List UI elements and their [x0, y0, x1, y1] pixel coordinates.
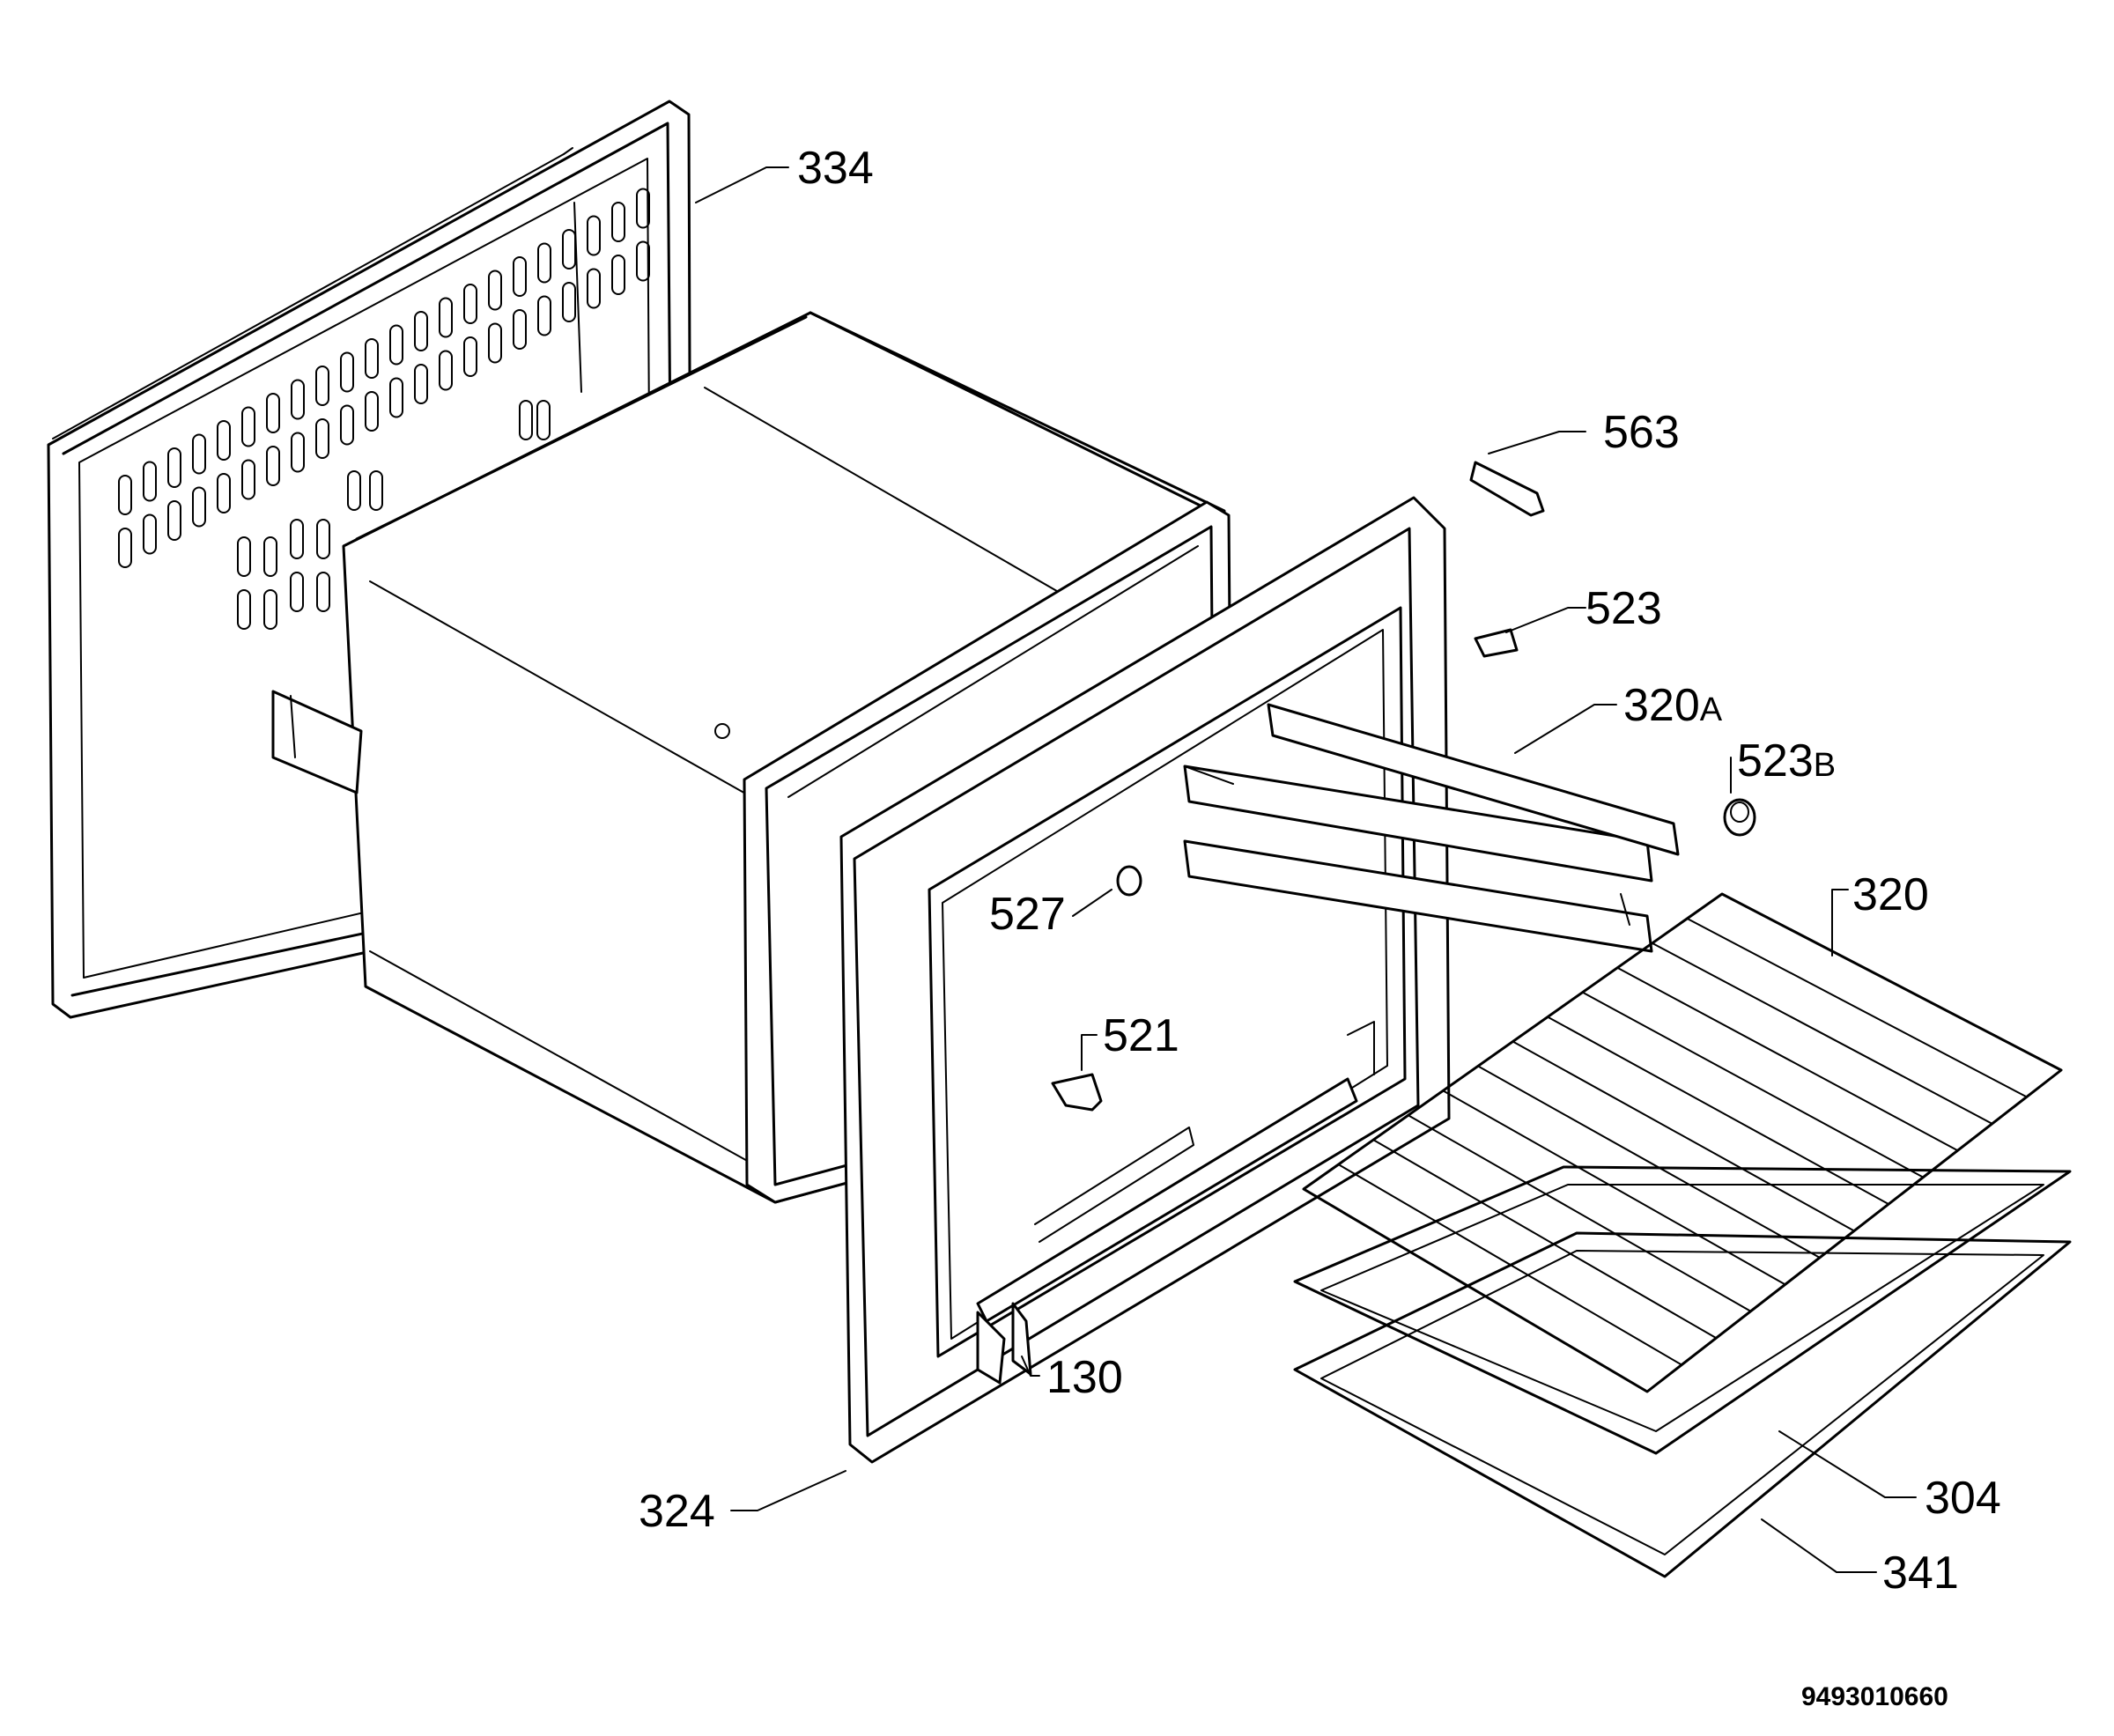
vent-slot: [389, 324, 403, 366]
vent-slot: [636, 240, 650, 282]
baking-sheet-341: [1293, 1231, 2072, 1578]
vent-slot: [519, 400, 533, 440]
label-523b: 523B: [1737, 738, 1836, 784]
probe-socket-563: [1469, 461, 1545, 517]
vent-slot: [167, 500, 181, 541]
tray-304: [1293, 1165, 2072, 1455]
vent-slot: [347, 470, 361, 511]
label-563: 563: [1603, 407, 1680, 458]
vent-slot: [537, 295, 551, 336]
vent-slot: [463, 336, 477, 377]
label-320a-suffix: A: [1699, 691, 1723, 728]
vent-slot: [266, 446, 280, 486]
vent-slot: [315, 366, 329, 406]
label-320: 320: [1852, 869, 1929, 920]
drawing-code: 9493010660: [1801, 1682, 1948, 1711]
vent-slot: [290, 572, 304, 612]
shelf-wire: [1407, 1114, 1752, 1312]
vent-slot: [340, 404, 354, 446]
vent-slot: [237, 589, 251, 630]
vent-slot: [636, 188, 650, 229]
label-523: 523: [1586, 583, 1662, 634]
label-341: 341: [1882, 1548, 1959, 1599]
vent-slot: [143, 461, 157, 502]
vent-slot: [365, 338, 379, 379]
label-521: 521: [1103, 1010, 1179, 1061]
vent-slot: [536, 400, 551, 440]
vent-slot: [414, 311, 428, 351]
vent-slot: [237, 536, 251, 577]
label-324: 324: [639, 1486, 715, 1537]
label-527: 527: [989, 889, 1066, 940]
label-320a-number: 320: [1623, 680, 1700, 731]
vent-slot: [143, 513, 157, 555]
vent-slot: [369, 470, 383, 511]
vent-slot: [513, 309, 527, 350]
shelf-wire: [1651, 942, 1993, 1125]
vent-slot: [316, 572, 330, 612]
vent-slot: [192, 486, 206, 528]
leader-lines: [695, 166, 1917, 1573]
vent-slot: [414, 364, 428, 404]
vent-slot: [562, 229, 576, 270]
vent-slot: [587, 268, 601, 309]
plug-521: [1051, 1073, 1103, 1112]
vent-slot: [217, 420, 231, 461]
shelf-wire: [1616, 966, 1959, 1152]
vent-slot: [463, 284, 477, 324]
label-523b-suffix: B: [1813, 747, 1837, 784]
vent-slot: [291, 379, 305, 420]
shelf-wire: [1686, 917, 2028, 1098]
vent-slot: [315, 418, 329, 459]
vent-slot: [266, 393, 280, 433]
label-523b-number: 523: [1737, 735, 1814, 787]
vent-slot: [167, 447, 181, 488]
vent-slot: [537, 242, 551, 284]
vent-slot: [316, 519, 330, 559]
shelf-wire: [1581, 991, 1925, 1178]
shelf-wire: [1476, 1065, 1821, 1259]
vent-slot: [562, 282, 576, 322]
knob-527: [1116, 865, 1142, 897]
label-320a: 320A: [1623, 683, 1722, 728]
vent-slot: [192, 433, 206, 475]
shelf-wire: [1372, 1139, 1718, 1340]
label-304: 304: [1925, 1473, 2001, 1524]
vent-slot: [118, 528, 132, 568]
vent-slot: [439, 297, 453, 338]
vent-slot: [611, 255, 625, 295]
vent-slot: [263, 589, 277, 630]
vent-slot: [241, 406, 255, 447]
vent-slot: [488, 322, 502, 364]
label-334: 334: [797, 143, 874, 194]
vent-slot: [241, 459, 255, 500]
vent-slot: [118, 475, 132, 515]
vent-slot: [340, 351, 354, 393]
cap-523b: [1723, 798, 1756, 837]
shelf-runners-320a: [1183, 703, 1680, 953]
shelf-wire: [1512, 1040, 1855, 1232]
vent-slot: [513, 256, 527, 297]
vent-slot: [290, 519, 304, 559]
vent-slot: [365, 391, 379, 432]
vent-slot: [587, 215, 601, 256]
shelf-wire: [1547, 1016, 1890, 1206]
vent-slot: [488, 270, 502, 311]
vent-slot: [217, 473, 231, 513]
vent-slot: [611, 202, 625, 242]
wire-shelf-320: [1302, 892, 2063, 1393]
vent-slot: [389, 377, 403, 418]
vent-slot: [263, 536, 277, 577]
label-130: 130: [1046, 1352, 1123, 1403]
vent-slot: [439, 350, 453, 391]
lamp-holder-523: [1474, 628, 1519, 658]
vent-slot: [291, 432, 305, 473]
